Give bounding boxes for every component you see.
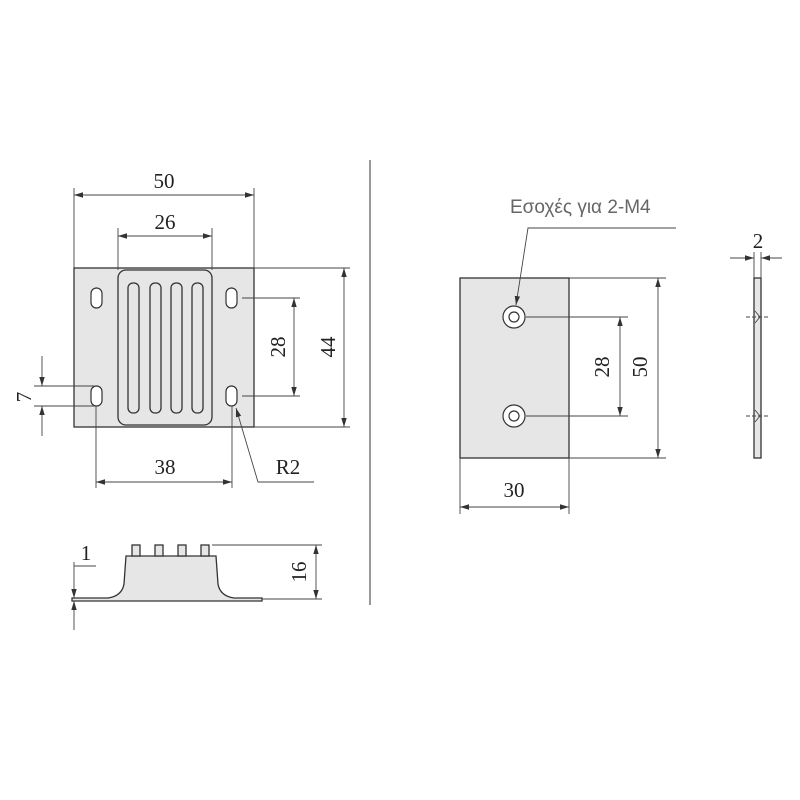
damper-rib-top xyxy=(154,544,164,557)
mounting-slot xyxy=(225,385,238,407)
dimension-label: 1 xyxy=(81,541,92,565)
leader-line xyxy=(514,227,676,306)
dimension-label: 16 xyxy=(287,562,311,583)
radius-label: R2 xyxy=(276,455,301,479)
hole-note: Εσοχές για 2-M4 xyxy=(510,197,651,218)
damper-rib xyxy=(149,282,162,414)
dimension-label: 28 xyxy=(590,357,614,378)
damper-side-profile xyxy=(71,555,263,602)
dimension-label: 2 xyxy=(753,229,764,253)
damper-rubber-pad xyxy=(117,269,213,426)
countersink-mark xyxy=(754,310,761,324)
damper-rib-top xyxy=(131,544,141,557)
dimension-label: 26 xyxy=(155,210,176,234)
damper-rib xyxy=(127,282,140,414)
pad-front-view: Εσοχές για 2-M4 28 50 30 xyxy=(459,197,676,514)
m4-hole-inner xyxy=(508,410,520,422)
mounting-slot xyxy=(90,287,103,309)
damper-rib-top xyxy=(177,544,187,557)
pad-side-plate xyxy=(753,277,762,459)
m4-hole-inner xyxy=(508,311,520,323)
dimension-label: 44 xyxy=(316,336,340,358)
pad-plate xyxy=(459,277,570,459)
countersink-mark xyxy=(754,409,761,423)
dimension-label: 38 xyxy=(155,455,176,479)
damper-rib-top xyxy=(200,544,210,557)
damper-top-view: 50 26 44 28 7 38 R2 xyxy=(12,169,350,488)
pad-side-view: 2 xyxy=(730,229,782,459)
dimension-label: 7 xyxy=(12,392,36,403)
dimension-label: 50 xyxy=(154,169,175,193)
damper-side-view: 1 16 xyxy=(71,541,322,630)
dimension-label: 30 xyxy=(504,478,525,502)
dimension-label: 28 xyxy=(266,337,290,358)
leader-line xyxy=(235,407,314,483)
damper-rib xyxy=(170,282,183,414)
mounting-slot xyxy=(225,287,238,309)
mounting-slot xyxy=(90,385,103,407)
dimension-label: 50 xyxy=(628,357,652,378)
damper-rib xyxy=(191,282,204,414)
